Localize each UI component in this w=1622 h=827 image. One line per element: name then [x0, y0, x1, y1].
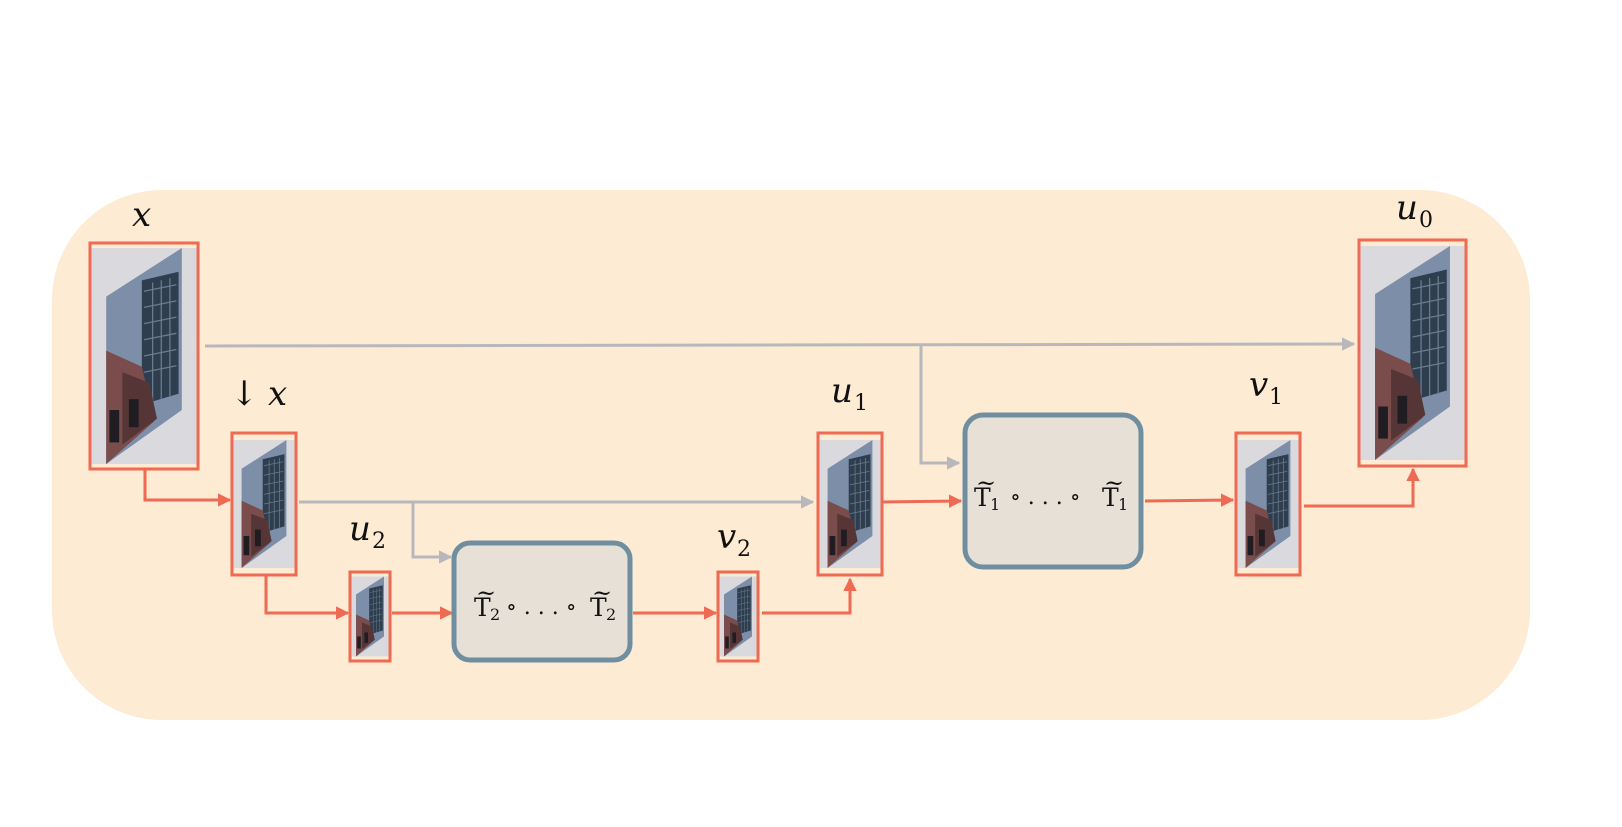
building-photo-icon: [232, 439, 296, 569]
image-u0: [1357, 238, 1468, 468]
label-v2-sub: 2: [737, 537, 751, 562]
label-downx-arrow: ↓: [230, 374, 259, 414]
label-u2-sub: 2: [372, 529, 386, 554]
op2-t-right: T: [590, 593, 607, 622]
building-photo-icon: [818, 439, 882, 569]
label-u1-sub: 1: [854, 391, 868, 416]
node-labels: x ↓ x u 2 v 2 u 1 v 1 u 0: [132, 188, 1433, 562]
op1-tilde-right: ~: [1104, 469, 1124, 497]
flow-arrows: [143, 467, 1420, 620]
op1-t-right: T: [1102, 483, 1119, 512]
op2-index-left: 2: [490, 605, 500, 624]
arrow-v1-to-u0: [1304, 467, 1420, 508]
skip-connections: [204, 337, 1356, 564]
building-photo-icon: [1236, 439, 1300, 569]
skip-arrow-x-to-op1: [919, 345, 961, 470]
label-u2-base: u: [349, 509, 371, 549]
skip-arrow-x-to-u0: [204, 337, 1356, 351]
label-downx-x: x: [268, 374, 287, 414]
op2-tilde-left: ~: [476, 579, 496, 607]
building-photo-icon: [350, 576, 390, 657]
op1-tilde-left: ~: [976, 469, 996, 497]
label-u0-sub: 0: [1419, 208, 1433, 233]
image-downx: [230, 431, 298, 577]
op2-composition: ∘ . . . ∘: [506, 595, 577, 620]
label-v1-sub: 1: [1269, 385, 1283, 410]
background-panel: [52, 190, 1530, 720]
building-photo-icon: [90, 247, 198, 465]
arrow-x-to-downx: [143, 470, 232, 507]
label-u1-base: u: [831, 371, 853, 411]
image-u2: [348, 570, 392, 663]
skip-arrow-downx-to-op2: [411, 502, 453, 564]
operator-box-2: ~ T 2 ∘ . . . ∘ ~ T 2: [451, 540, 633, 663]
op1-index-right: 1: [1118, 495, 1128, 514]
image-u1: [816, 431, 884, 577]
op1-t-left: T: [974, 483, 991, 512]
arrow-u1-to-op1: [882, 494, 963, 508]
op2-t-left: T: [474, 593, 491, 622]
op2-index-right: 2: [606, 605, 616, 624]
operator-box-1: ~ T 1 ∘ . . . ∘ ~ T 1: [962, 412, 1144, 570]
building-photo-icon: [1359, 245, 1466, 461]
label-v1-base: v: [1249, 365, 1268, 405]
op2-tilde-right: ~: [592, 579, 612, 607]
building-photo-icon: [718, 576, 758, 657]
label-u0-base: u: [1396, 188, 1418, 228]
op1-index-left: 1: [990, 495, 1000, 514]
image-v2: [716, 570, 760, 663]
image-x: [88, 241, 200, 471]
arrow-v2-to-u1: [762, 577, 857, 615]
label-x: x: [132, 195, 151, 235]
arrow-downx-to-u2: [264, 575, 350, 620]
image-v1: [1234, 431, 1302, 577]
arrow-op1-to-v1: [1144, 493, 1235, 507]
label-v2-base: v: [717, 517, 736, 557]
op1-composition: ∘ . . . ∘: [1010, 485, 1081, 510]
